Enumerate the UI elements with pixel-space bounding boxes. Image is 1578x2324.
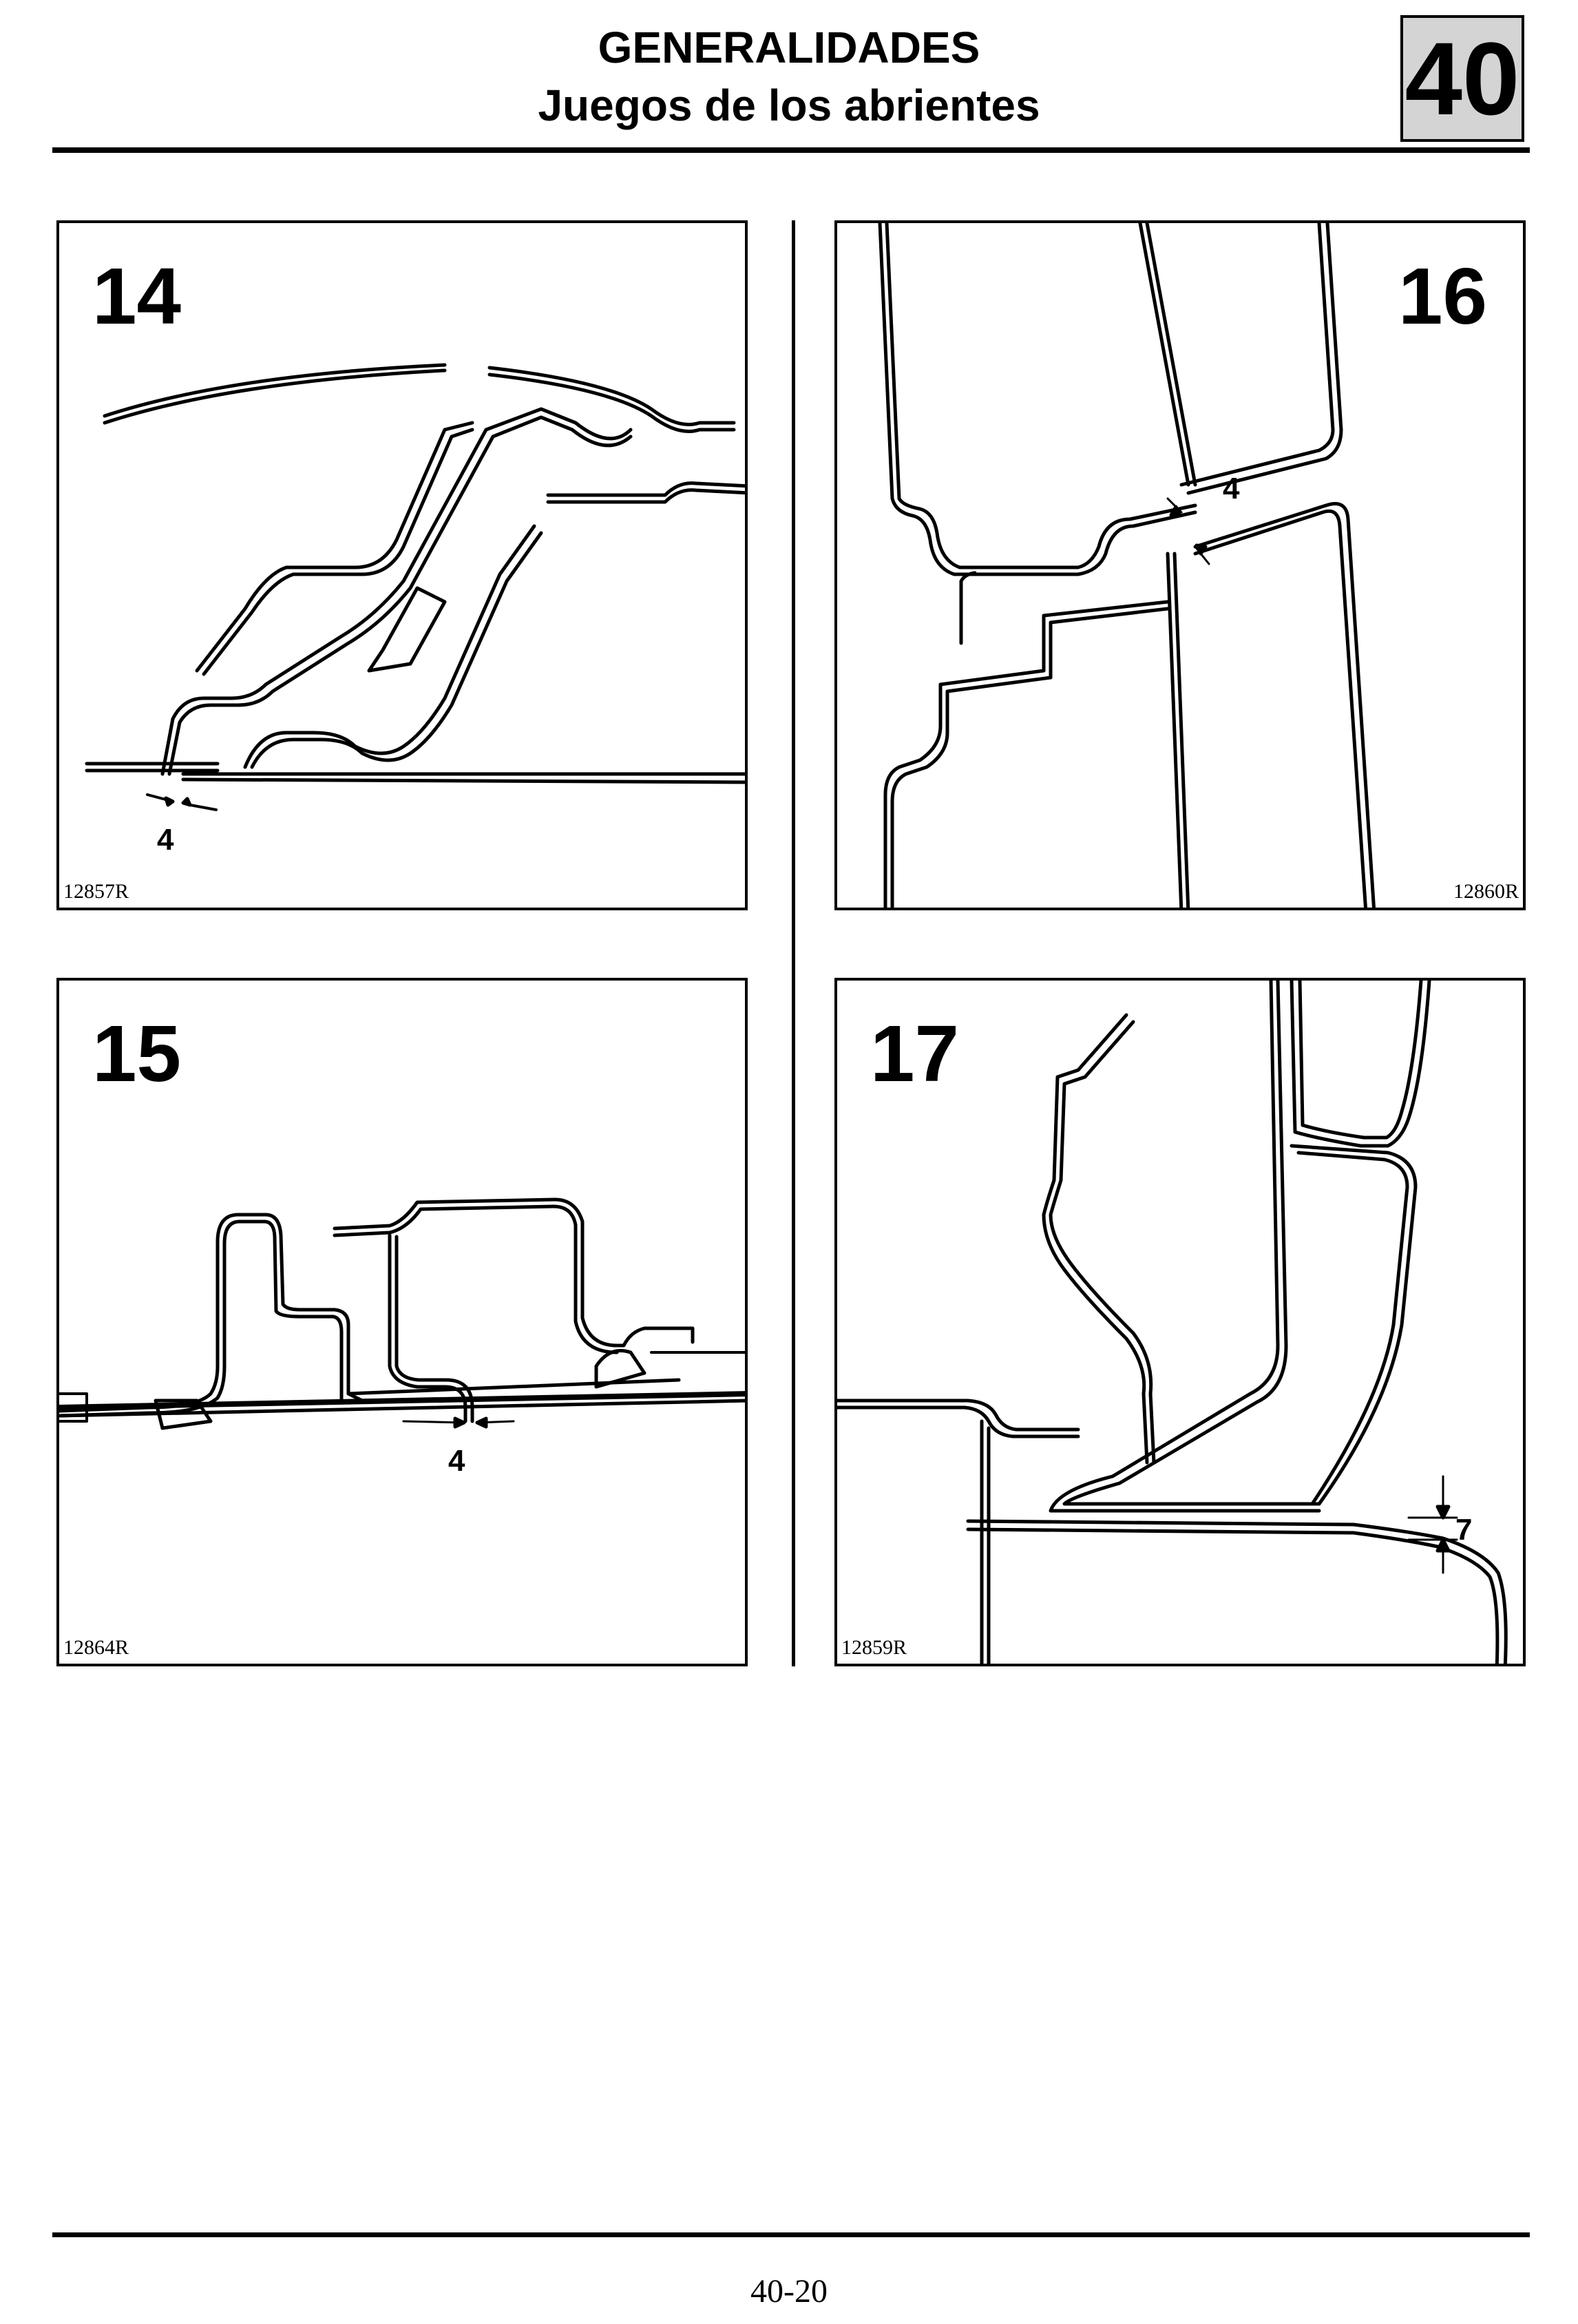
figure-17-drawing: 7 — [837, 981, 1508, 1664]
section-number-badge: 40 — [1400, 15, 1524, 142]
figure-16-dimension-label: 4 — [1223, 472, 1240, 505]
figure-17-panel: 7 17 12859R — [834, 978, 1526, 1666]
figure-14-number: 14 — [92, 251, 182, 341]
figure-16-number: 16 — [1398, 251, 1487, 341]
figure-14-dimension-label: 4 — [157, 823, 174, 857]
footer-divider — [52, 2232, 1530, 2237]
figure-16-drawing: 4 — [878, 223, 1376, 908]
figure-16-panel: 4 16 12860R — [834, 220, 1526, 910]
column-divider — [792, 220, 795, 1666]
header-divider — [52, 147, 1530, 153]
figure-16-reference: 12860R — [1453, 880, 1519, 903]
figure-15-number: 15 — [92, 1009, 182, 1098]
page-title: GENERALIDADES — [598, 23, 980, 72]
figure-15-panel: 4 15 12864R — [56, 978, 748, 1666]
figure-14-panel: 4 14 12857R — [56, 220, 748, 910]
figure-17-reference: 12859R — [841, 1636, 907, 1659]
page-subtitle: Juegos de los abrientes — [538, 81, 1040, 130]
figure-15-reference: 12864R — [63, 1636, 129, 1659]
page-number: 40-20 — [750, 2273, 828, 2310]
figure-17-dimension-label: 7 — [1455, 1513, 1472, 1547]
figure-14-reference: 12857R — [63, 880, 129, 903]
figure-14-drawing: 4 — [85, 363, 745, 857]
figure-15-drawing: 4 — [59, 1197, 745, 1478]
figure-15-dimension-label: 4 — [448, 1444, 465, 1478]
figure-17-number: 17 — [870, 1009, 960, 1098]
